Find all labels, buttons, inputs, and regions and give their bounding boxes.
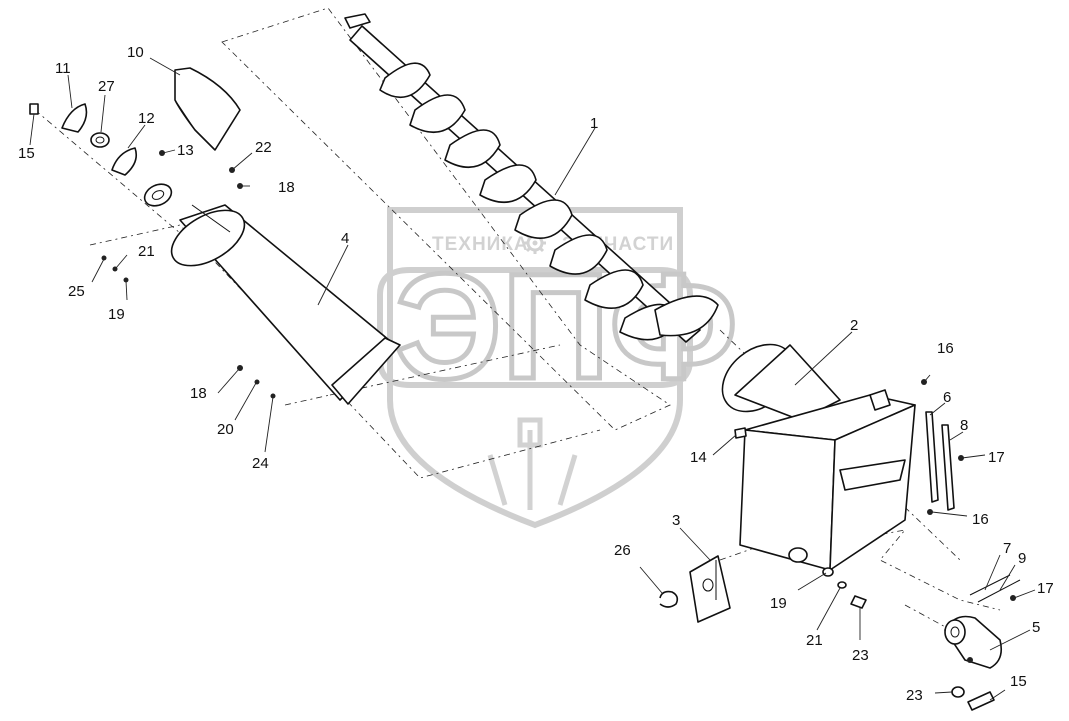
- label-14: 14: [690, 449, 707, 466]
- label-15-left: 15: [18, 145, 35, 162]
- watermark-wheat-icon: [487, 417, 578, 510]
- rod-7: [969, 574, 1011, 596]
- label-23-bottom: 23: [906, 687, 923, 704]
- label-19-left: 19: [108, 306, 125, 323]
- washers: [734, 427, 995, 711]
- tube-inlet-end: [170, 209, 246, 267]
- cover-plate-3: [689, 555, 731, 623]
- label-24: 24: [252, 455, 269, 472]
- label-22: 22: [255, 139, 272, 156]
- housing-side: [829, 404, 916, 571]
- auger-screw: [344, 13, 719, 343]
- tube-flange: [331, 337, 401, 405]
- label-21-left: 21: [138, 243, 155, 260]
- label-17-bottom: 17: [1037, 580, 1054, 597]
- cover-plate: [174, 67, 241, 151]
- discharge-housing: [721, 343, 916, 571]
- label-12: 12: [138, 110, 155, 127]
- label-20: 20: [217, 421, 234, 438]
- housing-front: [739, 429, 836, 571]
- label-5: 5: [1032, 619, 1040, 636]
- housing-port: [788, 547, 808, 563]
- label-23-top: 23: [852, 647, 869, 664]
- label-9: 9: [1018, 550, 1026, 567]
- label-7: 7: [1003, 540, 1011, 557]
- label-18-bottom: 18: [190, 385, 207, 402]
- label-25: 25: [68, 283, 85, 300]
- circlip-26: [659, 590, 679, 608]
- strip-6: [925, 411, 939, 503]
- leader-lines: [29, 57, 1036, 701]
- label-11: 11: [55, 60, 71, 77]
- label-10: 10: [127, 44, 144, 61]
- label-18-top: 18: [278, 179, 295, 196]
- label-27: 27: [98, 78, 115, 95]
- strip-8: [941, 424, 955, 511]
- auger-tube: [170, 204, 401, 405]
- watermark-shield-outline: [387, 207, 683, 529]
- label-15-right: 15: [1010, 673, 1027, 690]
- label-19-right: 19: [770, 595, 787, 612]
- bearing-housing-11: [61, 103, 88, 133]
- auger-shaft-tip: [344, 13, 371, 29]
- label-16-bottom: 16: [972, 511, 989, 528]
- label-2: 2: [850, 317, 858, 334]
- label-13: 13: [177, 142, 194, 159]
- bearing-27: [90, 132, 110, 148]
- label-4: 4: [341, 230, 349, 247]
- label-1: 1: [590, 115, 598, 132]
- label-17-top: 17: [988, 449, 1005, 466]
- label-26: 26: [614, 542, 631, 559]
- bolt-15-left: [29, 103, 39, 115]
- watermark-brand-left: ТЕХНИКА: [432, 234, 529, 255]
- watermark-logo-plate: [377, 267, 693, 388]
- hydraulic-motor: [944, 615, 1003, 669]
- small-fasteners: [101, 150, 1016, 601]
- bearing-housing-12: [111, 147, 138, 176]
- label-8: 8: [960, 417, 968, 434]
- label-21-right: 21: [806, 632, 823, 649]
- label-3: 3: [672, 512, 680, 529]
- label-6: 6: [943, 389, 951, 406]
- callout-labels: 1 2 3 4 5 6 7 8 9 10 11 12 13 14 15 15 1…: [18, 44, 1054, 704]
- flange-ring: [143, 183, 173, 207]
- rod-9: [977, 579, 1021, 603]
- label-16-top: 16: [937, 340, 954, 357]
